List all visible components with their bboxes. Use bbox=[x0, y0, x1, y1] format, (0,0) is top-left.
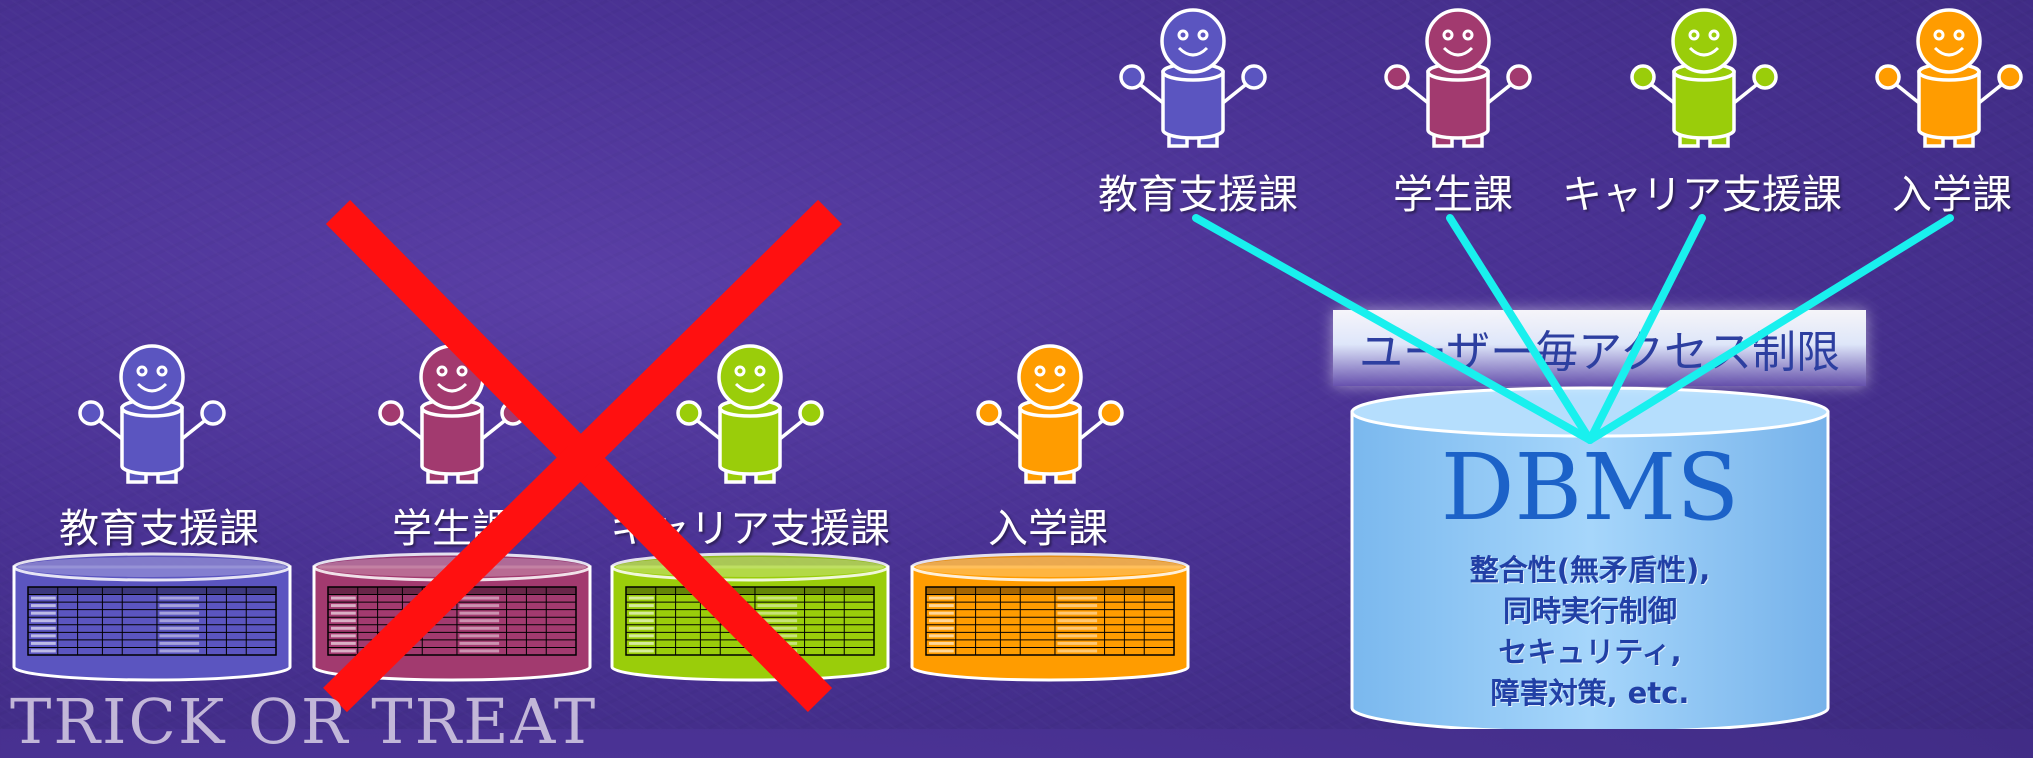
right-dept-label: キャリア支援課 bbox=[1562, 172, 1842, 218]
department-database bbox=[12, 552, 292, 682]
person-icon bbox=[676, 344, 824, 484]
dbms-title: DBMS bbox=[1440, 434, 1740, 541]
right-dept-label: 入学課 bbox=[1892, 172, 2012, 218]
person-icon bbox=[976, 344, 1124, 484]
person-icon bbox=[1875, 8, 2023, 148]
person-icon bbox=[1630, 8, 1778, 148]
right-dept-label: 学生課 bbox=[1393, 172, 1513, 218]
table-grid bbox=[27, 586, 277, 656]
connector-lines bbox=[1192, 214, 1954, 444]
department-database bbox=[910, 552, 1190, 682]
access-connector-line bbox=[1586, 214, 1706, 444]
right-diagram bbox=[1119, 8, 2023, 729]
dbms-features: 整合性(無矛盾性), 同時実行制御 セキュリティ, 障害対策, etc. bbox=[1352, 550, 1828, 714]
person-icon bbox=[1384, 8, 1532, 148]
access-connector-line bbox=[1586, 214, 1954, 444]
dbms-cylinder bbox=[1350, 386, 1830, 729]
person-icon bbox=[1119, 8, 1267, 148]
person-icon bbox=[378, 344, 526, 484]
left-dept-label: 教育支援課 bbox=[59, 506, 259, 552]
access-connector-line bbox=[1446, 214, 1594, 444]
dbms-feature: セキュリティ, bbox=[1498, 635, 1682, 669]
cross-out-mark bbox=[323, 199, 842, 713]
table-grid bbox=[327, 586, 577, 656]
brand-watermark: TRICK OR TREAT bbox=[10, 685, 598, 758]
dbms-feature: 整合性(無矛盾性), bbox=[1469, 553, 1711, 587]
person-icon bbox=[78, 344, 226, 484]
right-dept-label: 教育支援課 bbox=[1098, 172, 1298, 218]
dbms-feature: 障害対策, etc. bbox=[1490, 676, 1690, 710]
left-dept-label: 入学課 bbox=[988, 506, 1108, 552]
table-grid bbox=[925, 586, 1175, 656]
access-connector-line bbox=[1192, 214, 1594, 444]
department-database bbox=[312, 552, 592, 682]
cross-stroke bbox=[323, 199, 842, 713]
dbms-feature: 同時実行制御 bbox=[1502, 594, 1677, 628]
